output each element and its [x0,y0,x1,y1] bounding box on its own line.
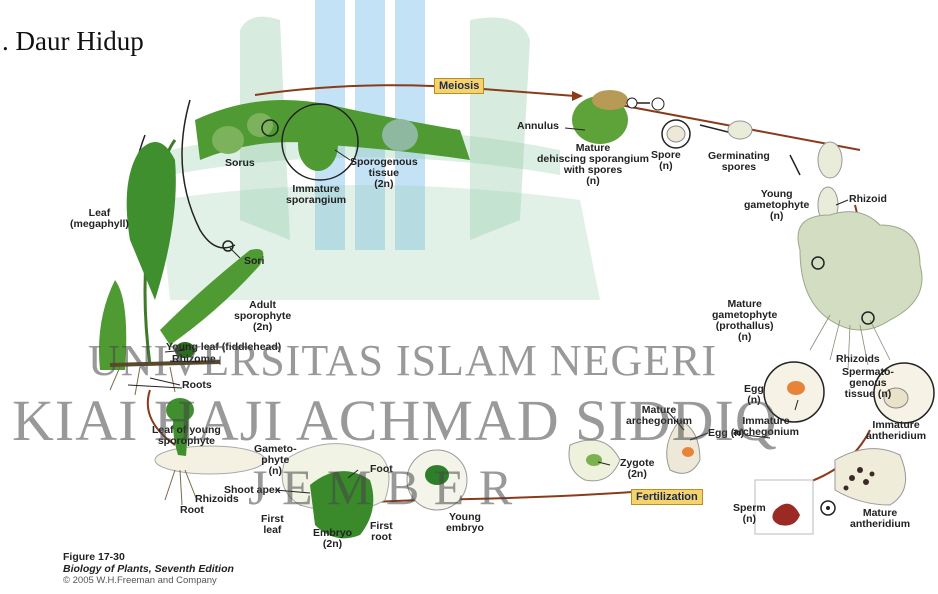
label-rhizoid-top: Rhizoid [849,194,887,205]
sperm-art [755,480,835,534]
label-young-gametophyte: Young gametophyte (n) [744,189,809,222]
label-spermatogenous-tissue: Spermato- genous tissue (n) [842,367,894,400]
label-sorus: Sorus [225,158,255,169]
mature-gametophyte-art [798,212,922,370]
label-adult-sporophyte: Adult sporophyte (2n) [234,300,291,333]
label-spore: Spore (n) [651,150,681,172]
watermark-line-3: J E M B E R [248,458,513,516]
label-mature-antheridium: Mature antheridium [850,508,910,530]
label-sori: Sori [244,256,264,267]
label-mature-sporangium: Mature dehiscing sporangium with spores … [537,143,649,187]
mature-sporangium-art [572,90,628,144]
section-heading: . Daur Hidup [2,26,144,57]
caption-book-title: Biology of Plants, Seventh Edition [63,563,234,575]
label-embryo: Embryo (2n) [313,528,352,550]
label-sperm: Sperm (n) [733,503,766,525]
spore-art [627,98,690,148]
mature-antheridium-art [835,449,906,505]
label-zygote: Zygote (2n) [620,458,654,480]
fertilization-phase-label: Fertilization [631,489,703,505]
label-sporogenous-tissue: Sporogenous tissue (2n) [350,157,418,190]
label-first-leaf: First leaf [261,514,284,536]
label-rhizoids-right: Rhizoids [836,354,880,365]
arrow-head-meiosis [572,91,583,101]
label-first-root: First root [370,521,393,543]
label-leaf-megaphyll: Leaf (megaphyll) [70,208,129,230]
label-immature-antheridium: Immature antheridium [866,420,926,442]
label-root: Root [180,505,204,516]
caption-figure-number: Figure 17-30 [63,551,234,563]
label-immature-sporangium: Immature sporangium [286,184,346,206]
label-annulus: Annulus [517,121,559,132]
watermark-line-2: KIAI HAJI ACHMAD SIDDIQ [12,387,778,454]
label-germinating-spores: Germinating spores [708,151,770,173]
meiosis-phase-label: Meiosis [434,78,484,94]
watermark-line-1: UNIVERSITAS ISLAM NEGERI [88,335,717,386]
caption-copyright: © 2005 W.H.Freeman and Company [63,575,234,587]
label-mature-gametophyte: Mature gametophyte (prothallus) (n) [712,299,777,343]
figure-caption: Figure 17-30 Biology of Plants, Seventh … [63,551,234,587]
